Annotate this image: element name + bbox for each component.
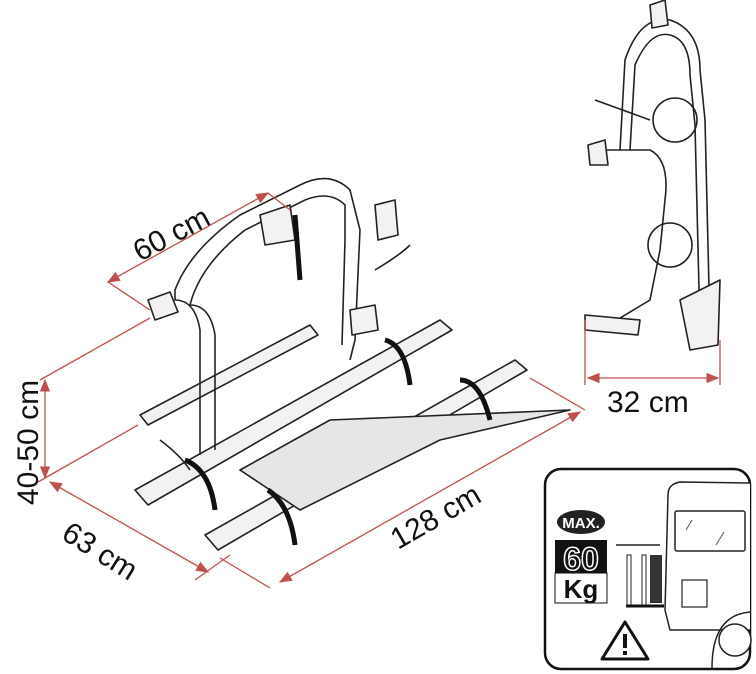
weight-unit: Kg [564, 574, 599, 604]
dimension-height: 40-50 cm [12, 317, 151, 505]
dimension-label-63cm: 63 cm [56, 516, 143, 587]
dimension-label-40-50cm: 40-50 cm [12, 380, 45, 505]
max-label: MAX. [562, 515, 600, 532]
dimension-side-depth: 32 cm [584, 320, 721, 419]
dimension-depth: 63 cm [48, 481, 231, 587]
dimension-label-32cm: 32 cm [607, 386, 689, 419]
load-info-inset: MAX. 60 Kg [543, 467, 752, 671]
weight-value: 60 [563, 541, 599, 577]
camper-van-icon [664, 481, 752, 669]
bike-rack-icon [616, 544, 664, 608]
dimension-label-60cm: 60 cm [128, 201, 216, 268]
warning-triangle-icon [600, 620, 650, 661]
max-badge [557, 510, 605, 534]
dimension-label-128cm: 128 cm [385, 478, 487, 556]
rack-side-view [584, 0, 721, 351]
